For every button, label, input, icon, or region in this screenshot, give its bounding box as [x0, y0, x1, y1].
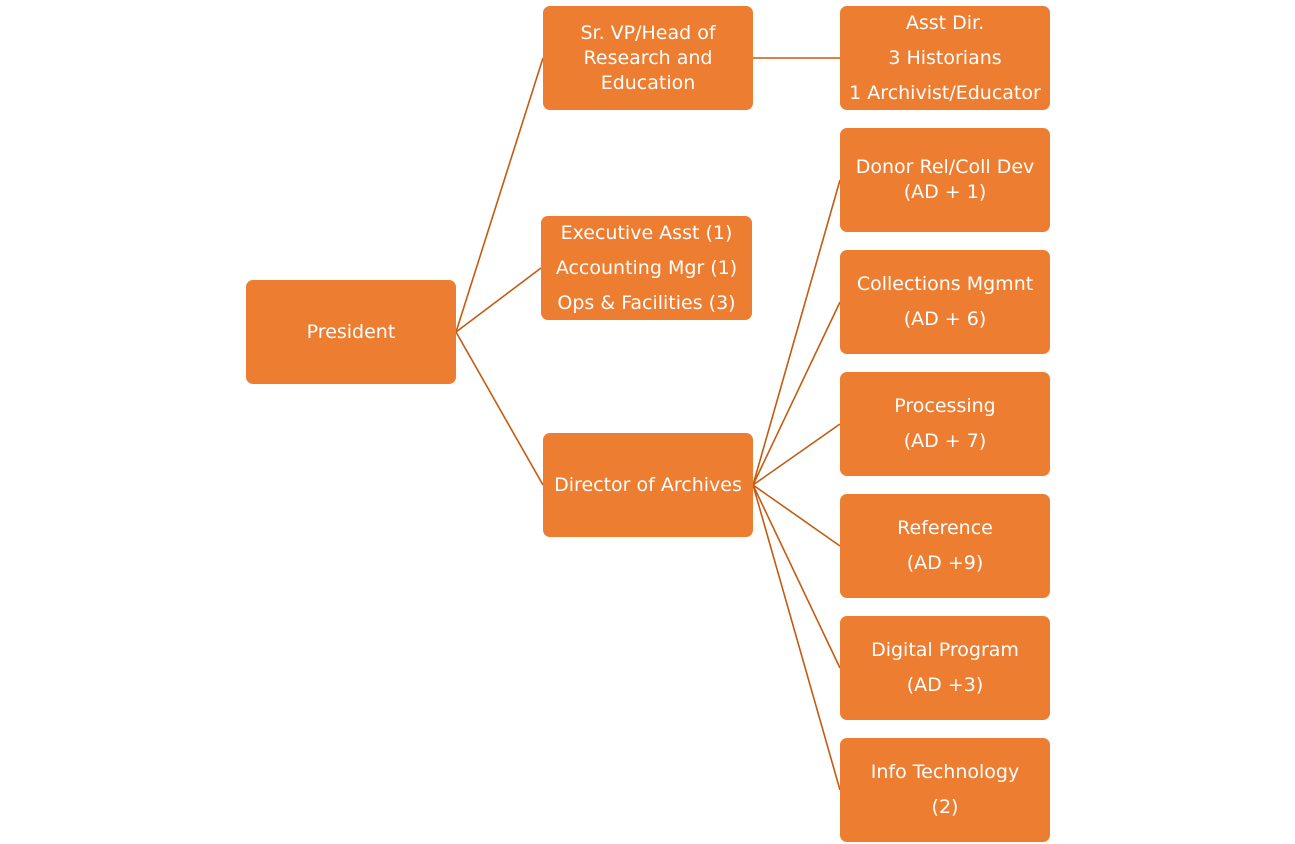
node-sr-vp-label: Sr. VP/Head of Research and Education	[580, 21, 716, 94]
node-asst-line-1: Asst Dir.	[905, 11, 985, 34]
node-it-line-2: (2)	[931, 796, 959, 818]
node-president-label: President	[306, 320, 396, 343]
node-asst-line-2: 3 Historians	[888, 46, 1002, 69]
node-donor-line-2: (AD + 1)	[903, 181, 987, 203]
node-ref-line-1: Reference	[897, 517, 993, 539]
node-processing: Processing (AD + 7)	[840, 372, 1050, 476]
connector-director-to-donor	[752, 179, 841, 486]
node-reference: Reference (AD +9)	[840, 494, 1050, 598]
connector-director-to-proc	[752, 423, 841, 486]
node-digital-line-1: Digital Program	[871, 639, 1019, 661]
node-coll-line-2: (AD + 6)	[903, 308, 987, 330]
node-proc-line-1: Processing	[894, 395, 996, 417]
node-asst-dir-historians: Asst Dir. 3 Historians 1 Archivist/Educa…	[840, 6, 1050, 110]
node-asst-line-3: 1 Archivist/Educator	[849, 81, 1041, 104]
node-donor-line-1: Donor Rel/Coll Dev	[855, 156, 1035, 178]
node-proc-line-2: (AD + 7)	[903, 430, 987, 452]
node-exec-line-3: Ops & Facilities (3)	[557, 291, 736, 314]
node-donor-relations: Donor Rel/Coll Dev (AD + 1)	[840, 128, 1050, 232]
node-exec-line-1: Executive Asst (1)	[560, 221, 733, 244]
connector-president-to-director	[455, 331, 544, 486]
connector-director-to-it	[752, 484, 841, 791]
node-collections-management: Collections Mgmnt (AD + 6)	[840, 250, 1050, 354]
connector-director-to-ref	[752, 484, 841, 547]
node-director-of-archives: Director of Archives	[543, 433, 753, 537]
node-digital-program: Digital Program (AD +3)	[840, 616, 1050, 720]
node-director-label: Director of Archives	[554, 473, 742, 496]
node-exec-line-2: Accounting Mgr (1)	[555, 256, 738, 279]
node-info-technology: Info Technology (2)	[840, 738, 1050, 842]
node-sr-vp-head-of-research: Sr. VP/Head of Research and Education	[543, 6, 753, 110]
node-president: President	[246, 280, 456, 384]
connector-director-to-digital	[752, 484, 841, 669]
connector-president-to-exec	[455, 267, 542, 333]
connector-director-to-coll	[752, 301, 841, 486]
node-digital-line-2: (AD +3)	[906, 674, 984, 696]
connector-president-to-srvp	[455, 57, 544, 333]
node-coll-line-1: Collections Mgmnt	[856, 273, 1034, 295]
node-it-line-1: Info Technology	[870, 761, 1020, 783]
node-ref-line-2: (AD +9)	[906, 552, 984, 574]
node-executive-staff: Executive Asst (1) Accounting Mgr (1) Op…	[541, 216, 752, 320]
